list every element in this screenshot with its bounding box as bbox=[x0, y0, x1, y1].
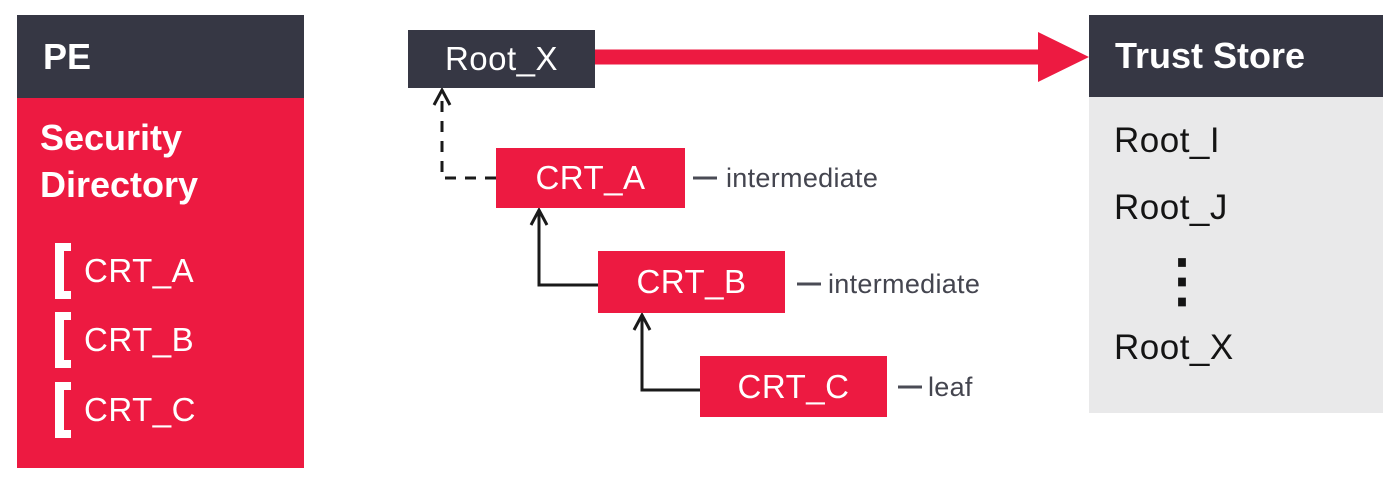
trust-store-header: Trust Store bbox=[1089, 15, 1383, 97]
security-directory-cert-b: CRT_B bbox=[55, 311, 194, 368]
bracket-icon bbox=[55, 381, 71, 438]
trust-store-title: Trust Store bbox=[1115, 35, 1306, 76]
security-directory-section: Security Directory CRT_A CRT_B CRT_C bbox=[17, 98, 304, 468]
trust-store-item: Root_J bbox=[1114, 188, 1228, 227]
trust-store-ellipsis: ⋮ bbox=[1153, 248, 1211, 313]
cert-label: CRT_C bbox=[84, 390, 196, 428]
issuer-arrow-dashed bbox=[432, 86, 496, 180]
crt-a-role-label: intermediate bbox=[726, 163, 879, 193]
security-directory-cert-a: CRT_A bbox=[55, 242, 194, 299]
bracket-icon bbox=[55, 242, 71, 299]
crt-a-label: CRT_A bbox=[535, 159, 646, 196]
trust-store-panel: Trust Store Root_I Root_J ⋮ Root_X bbox=[1089, 15, 1383, 413]
issuer-arrow-b-to-a bbox=[529, 206, 598, 287]
issuer-arrow-c-to-b bbox=[632, 311, 700, 392]
crt-b-node: CRT_B bbox=[598, 251, 785, 313]
crt-c-role-label: leaf bbox=[928, 372, 973, 402]
security-directory-cert-c: CRT_C bbox=[55, 381, 196, 438]
trust-arrow bbox=[595, 32, 1089, 82]
trust-store-item: Root_I bbox=[1114, 121, 1221, 160]
cert-label: CRT_A bbox=[84, 251, 195, 289]
pe-panel: PE Security Directory CRT_A CRT_B CRT_C bbox=[17, 15, 304, 468]
trust-store-item: Root_X bbox=[1114, 328, 1234, 367]
bracket-icon bbox=[55, 311, 71, 368]
crt-a-node: CRT_A bbox=[496, 148, 685, 208]
pe-panel-header: PE bbox=[17, 15, 304, 98]
root-x-node: Root_X bbox=[408, 30, 595, 88]
crt-c-label: CRT_C bbox=[737, 367, 850, 405]
security-directory-title: Security Directory bbox=[40, 117, 199, 205]
crt-b-role-label: intermediate bbox=[828, 269, 981, 299]
pe-title: PE bbox=[43, 35, 92, 77]
crt-b-label: CRT_B bbox=[636, 263, 747, 300]
root-x-label: Root_X bbox=[444, 40, 559, 77]
crt-c-node: CRT_C bbox=[700, 356, 887, 417]
cert-label: CRT_B bbox=[84, 320, 195, 358]
trust-store-list: Root_I Root_J ⋮ Root_X bbox=[1089, 97, 1383, 413]
